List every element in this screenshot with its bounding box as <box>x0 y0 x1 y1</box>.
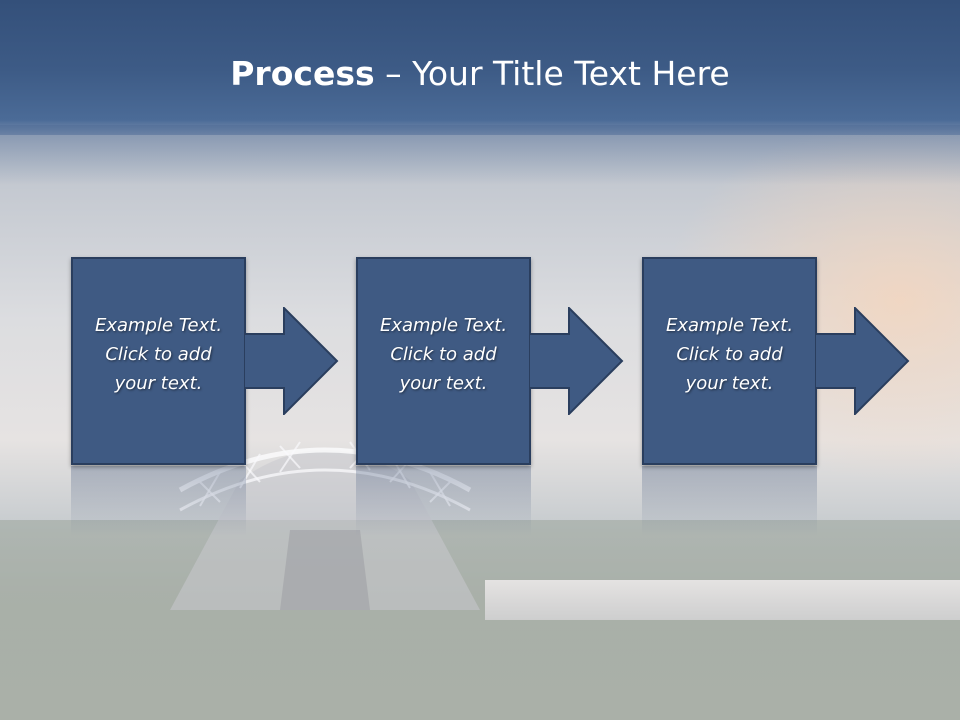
process-step-3-text: Example Text. Click to add your text. <box>665 315 794 394</box>
arrow-right-icon <box>529 307 624 415</box>
step-3-reflection <box>642 466 817 536</box>
slide-title-bold: Process <box>230 54 375 93</box>
title-bar <box>0 0 960 135</box>
slide-title[interactable]: Process – Your Title Text Here <box>0 52 960 96</box>
process-step-1[interactable]: Example Text. Click to add your text. <box>71 257 246 465</box>
background-water <box>485 580 960 620</box>
process-step-1-text: Example Text. Click to add your text. <box>94 315 223 394</box>
background-bridge <box>170 441 480 610</box>
process-step-2[interactable]: Example Text. Click to add your text. <box>356 257 531 465</box>
process-step-3[interactable]: Example Text. Click to add your text. <box>642 257 817 465</box>
slide-title-rest: – Your Title Text Here <box>374 54 730 93</box>
step-2-reflection <box>356 466 531 536</box>
arrow-right-icon <box>815 307 910 415</box>
background-field <box>0 520 960 720</box>
process-step-2-text: Example Text. Click to add your text. <box>379 315 508 394</box>
title-bar-fade <box>0 125 960 185</box>
arrow-right-icon <box>244 307 339 415</box>
step-1-reflection <box>71 466 246 536</box>
